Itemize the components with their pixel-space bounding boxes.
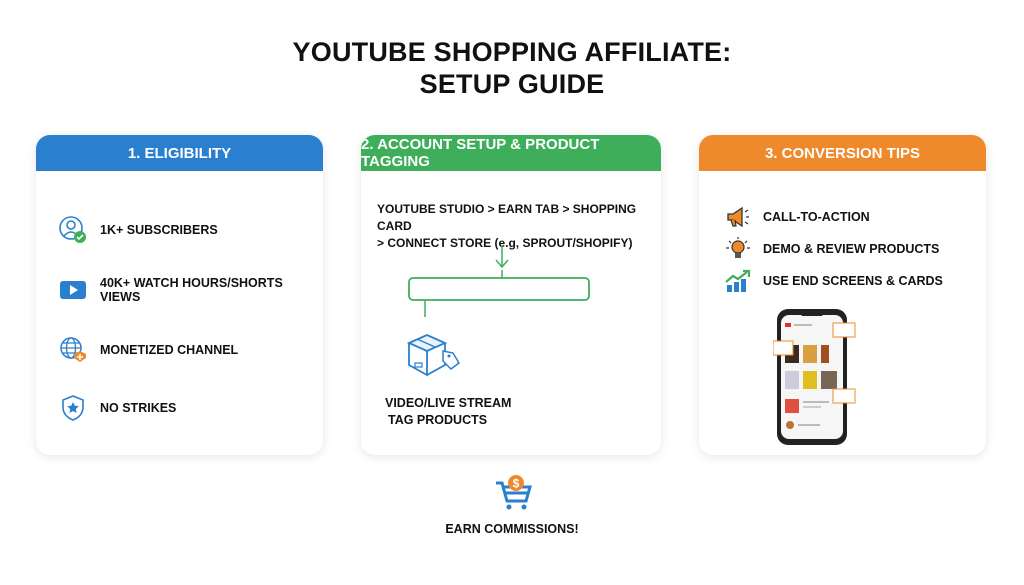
account-setup-card: 2. ACCOUNT SETUP & PRODUCT TAGGING YOUTU… <box>361 135 661 455</box>
play-icon <box>58 275 88 305</box>
megaphone-icon <box>725 205 751 229</box>
package-tag-icon <box>405 329 463 386</box>
tag-products-step: VIDEO/LIVE STREAM TAG PRODUCTS <box>385 396 512 427</box>
earn-commissions-label: EARN COMMISSIONS! <box>445 522 579 536</box>
conversion-tips-card: 3. CONVERSION TIPS CALL-TO-ACTION DEMO &… <box>699 135 986 455</box>
growth-chart-icon <box>725 269 751 293</box>
conversion-tips-header: 3. CONVERSION TIPS <box>699 135 986 171</box>
eligibility-item: MONETIZED CHANNEL <box>58 335 238 365</box>
cart-dollar-icon: $ <box>494 473 534 518</box>
tip-item: CALL-TO-ACTION <box>725 205 870 229</box>
flow-connector <box>408 245 590 317</box>
tip-item: DEMO & REVIEW PRODUCTS <box>725 237 939 261</box>
tip-item: USE END SCREENS & CARDS <box>725 269 943 293</box>
setup-path-text: YOUTUBE STUDIO > EARN TAB > SHOPPING CAR… <box>377 202 637 250</box>
shield-star-icon <box>58 393 88 423</box>
svg-text:$: $ <box>513 477 520 491</box>
page-title: YOUTUBE SHOPPING AFFILIATE: SETUP GUIDE <box>292 37 732 99</box>
globe-plus-icon <box>58 335 88 365</box>
phone-mockup-image <box>772 307 865 452</box>
eligibility-item: NO STRIKES <box>58 393 176 423</box>
user-check-icon <box>58 215 88 245</box>
eligibility-header: 1. ELIGIBILITY <box>36 135 323 171</box>
eligibility-item: 1K+ SUBSCRIBERS <box>58 215 218 245</box>
eligibility-card: 1. ELIGIBILITY 1K+ SUBSCRIBERS 40K+ WATC… <box>36 135 323 455</box>
account-setup-header: 2. ACCOUNT SETUP & PRODUCT TAGGING <box>361 135 661 171</box>
lightbulb-icon <box>725 237 751 261</box>
eligibility-item: 40K+ WATCH HOURS/SHORTS VIEWS <box>58 275 323 305</box>
